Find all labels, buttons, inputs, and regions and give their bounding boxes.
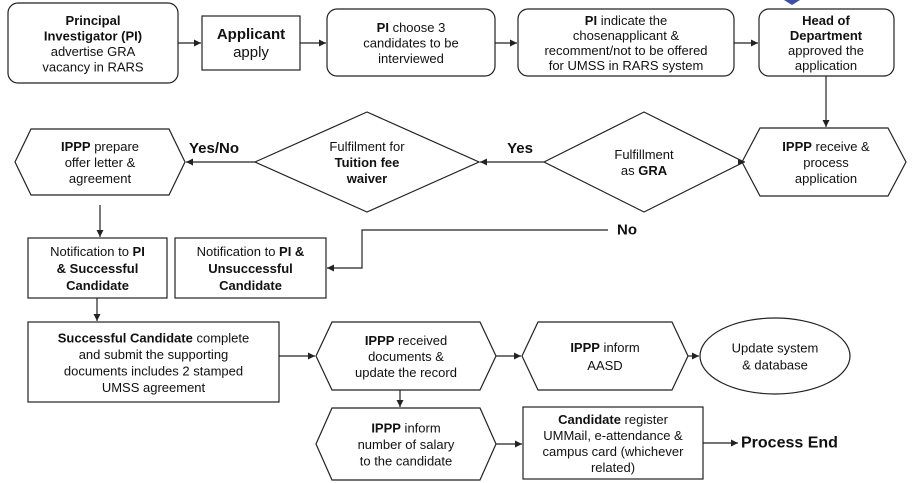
- label-process-end: Process End: [741, 435, 838, 452]
- text-line: Candidate: [219, 278, 282, 293]
- connectors: [93, 39, 830, 448]
- text-line: offer letter &: [65, 155, 136, 170]
- text-line: IPPP prepare: [61, 139, 139, 154]
- text-line: vacancy in RARS: [42, 59, 143, 74]
- text-line: IPPP inform: [371, 420, 440, 435]
- text-line: Fulfilment for: [329, 139, 405, 154]
- text-line: & database: [742, 357, 808, 372]
- text-line: IPPP inform: [570, 340, 639, 355]
- text-line: number of salary: [358, 437, 455, 452]
- text-line: Investigator (PI): [44, 28, 142, 43]
- label-yes: Yes: [507, 140, 533, 157]
- text-line: Candidate: [66, 278, 129, 293]
- text-line: Principal: [66, 12, 121, 27]
- text-line: & Successful: [57, 261, 139, 276]
- text-line: Notification to PI: [50, 244, 145, 259]
- text-line: PI indicate the: [585, 13, 667, 28]
- label-yes-no: Yes/No: [189, 140, 239, 157]
- text-line: approved the: [788, 43, 864, 58]
- text-line: PI choose 3: [377, 20, 446, 35]
- arrow-gra-no-to-unsuccessful: [327, 229, 608, 272]
- text-line: update the record: [355, 365, 457, 380]
- text-line: related): [591, 460, 635, 475]
- text-line: candidates to be: [363, 35, 458, 50]
- text-line: Applicant: [217, 26, 285, 43]
- text-line: to the candidate: [360, 453, 453, 468]
- text-line: UMMail, e-attendance &: [543, 428, 683, 443]
- text-line: AASD: [587, 358, 622, 373]
- corner-badge: [784, 0, 800, 5]
- text-line: Tuition fee: [335, 155, 400, 170]
- text-line: Department: [790, 28, 863, 43]
- text-line: Update system: [732, 340, 819, 355]
- text-line: Fulfillment: [614, 147, 674, 162]
- text-line: chosenapplicant &: [573, 28, 680, 43]
- text-line: process: [803, 155, 849, 170]
- text-line: recomment/not to be offered: [544, 43, 707, 58]
- text-line: UMSS agreement: [102, 379, 206, 394]
- text-line: for UMSS in RARS system: [549, 58, 704, 73]
- text-line: Successful Candidate complete: [58, 330, 249, 345]
- text-line: advertise GRA: [51, 43, 136, 58]
- node-update-system-text: Update system & database: [732, 340, 819, 372]
- text-line: apply: [233, 44, 269, 61]
- label-no: No: [617, 222, 637, 239]
- text-line: Head of: [802, 13, 850, 28]
- text-line: documents &: [368, 349, 444, 364]
- text-line: interviewed: [378, 51, 444, 66]
- text-line: application: [795, 171, 857, 186]
- text-line: Notification to PI &: [197, 244, 305, 259]
- text-line: documents includes 2 stamped: [64, 363, 243, 378]
- text-line: IPPP received: [365, 333, 447, 348]
- text-line: IPPP receive &: [782, 139, 870, 154]
- text-line: and submit the supporting: [79, 346, 229, 361]
- text-line: campus card (whichever: [543, 444, 685, 459]
- text-line: Candidate register: [558, 412, 668, 427]
- text-line: agreement: [69, 171, 132, 186]
- node-update-system: Update system & database: [699, 317, 851, 395]
- text-line: waiver: [346, 171, 387, 186]
- text-line: Unsuccessful: [208, 261, 293, 276]
- text-line: application: [795, 58, 857, 73]
- text-line: as GRA: [621, 163, 668, 178]
